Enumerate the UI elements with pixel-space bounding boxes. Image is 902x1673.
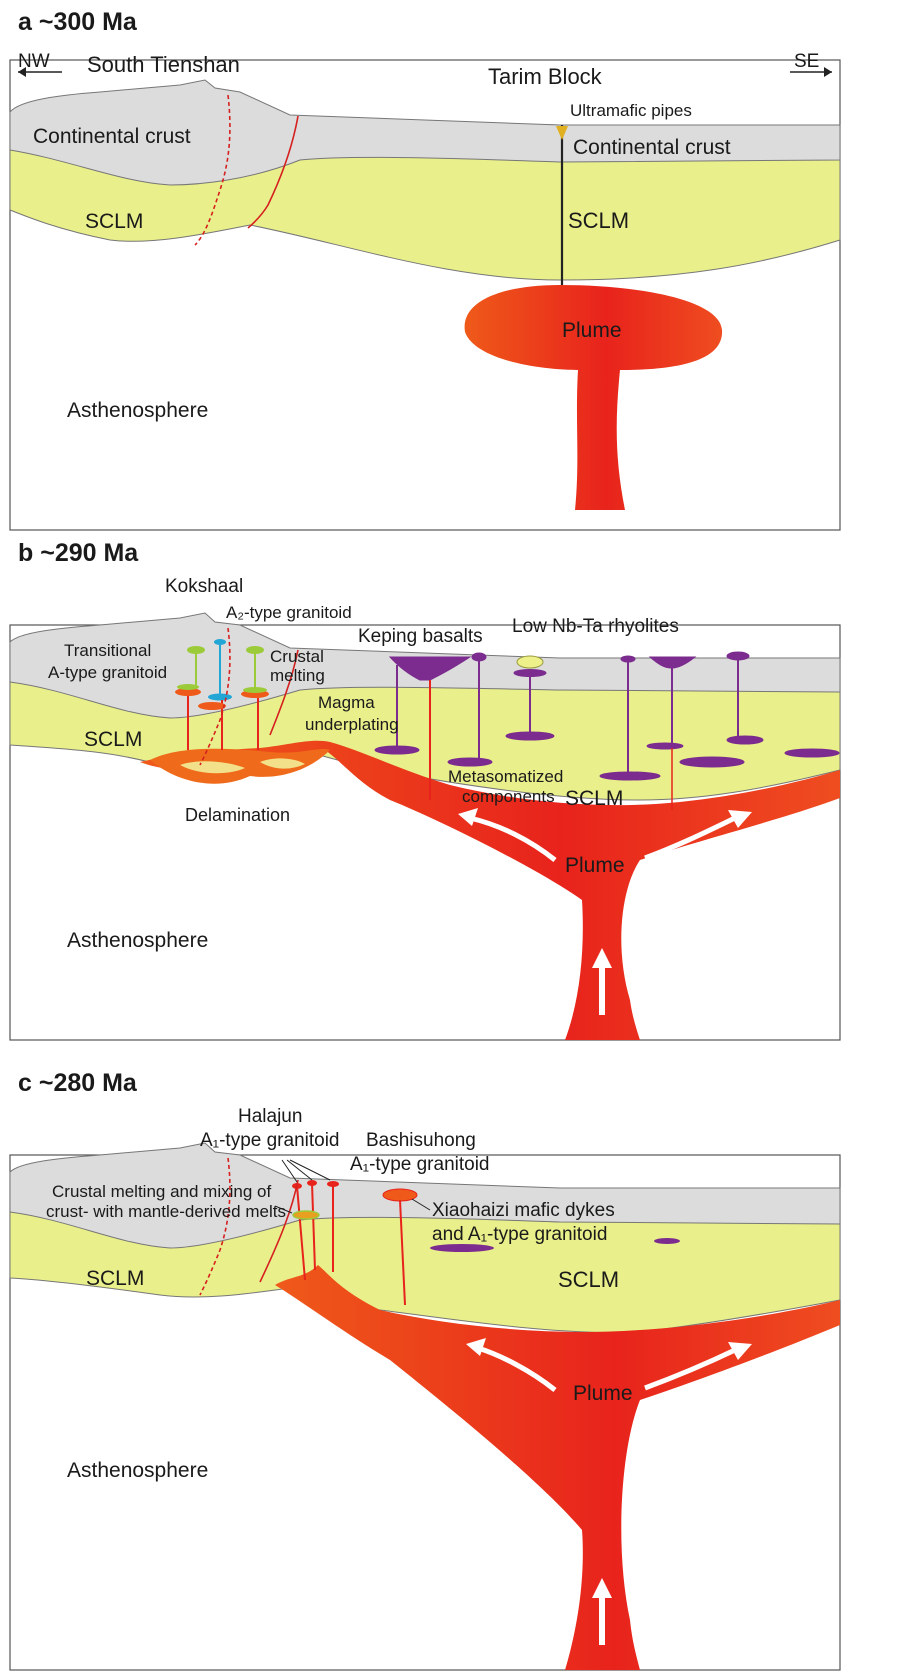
asthenosphere-label: Asthenosphere [67,929,208,952]
sclm-left-label: SCLM [85,210,143,233]
a2-granitoid-label: A₂-type granitoid [226,603,352,622]
transitional-label-line1: Transitional [64,641,151,660]
nw-label: NW [18,51,50,72]
magma-body [654,1238,680,1244]
panel-b-diagram: Kokshaal A₂-type granitoid Transitional … [0,570,902,1050]
sclm-left-label: SCLM [84,728,142,751]
ultramafic-pipes-label: Ultramafic pipes [570,101,692,120]
panel-a-title: a ~300 Ma [18,8,137,37]
panel-b-title: b ~290 Ma [18,539,138,568]
panel-c-title: c ~280 Ma [18,1069,137,1098]
xiaohaizi-label-line1: Xiaohaizi mafic dykes [432,1200,615,1221]
sclm-right-label: SCLM [568,208,629,233]
crustal-mixing-line1: Crustal melting and mixing of [52,1182,271,1201]
crustal-melting-line2: melting [270,666,325,685]
magma-underplating-line1: Magma [318,693,375,712]
crust-right-label: Continental crust [573,136,731,159]
plume-label: Plume [573,1382,633,1405]
asthenosphere-label: Asthenosphere [67,399,208,422]
bashisuhong-label-line2: A₁-type granitoid [350,1154,490,1175]
xiaohaizi-label-line2: and A₁-type granitoid [432,1224,607,1245]
south-tienshan-label: South Tienshan [87,52,240,77]
xiaohaizi-magma-body [430,1244,494,1252]
halajun-label-line1: Halajun [238,1106,302,1127]
plume-label: Plume [562,319,622,342]
crustal-melting-line1: Crustal [270,647,324,666]
sclm-left-label: SCLM [86,1267,144,1290]
rhyolites-label: Low Nb-Ta rhyolites [512,616,679,637]
delamination-label: Delamination [185,805,290,825]
sclm-right-label: SCLM [558,1267,619,1292]
plume-label: Plume [565,854,625,877]
sclm-right-label: SCLM [565,787,623,810]
panel-c-diagram: Halajun A₁-type granitoid Bashisuhong A₁… [0,1100,902,1673]
tarim-block-label: Tarim Block [488,64,603,89]
keping-basalts-label: Keping basalts [358,626,483,647]
panel-a-diagram: NW SE South Tienshan Tarim Block Ultrama… [0,40,902,560]
se-label: SE [794,51,819,72]
transitional-label-line2: A-type granitoid [48,663,167,682]
halajun-label-line2: A₁-type granitoid [200,1130,340,1151]
crust-left-label: Continental crust [33,125,191,148]
crustal-mixing-line2: crust- with mantle-derived melts [46,1202,286,1221]
bashisuhong-label-line1: Bashisuhong [366,1130,476,1151]
metasomatized-line1: Metasomatized [448,767,563,786]
kokshaal-label: Kokshaal [165,576,243,597]
magma-underplating-line2: underplating [305,715,399,734]
metasomatized-line2: components [462,787,555,806]
rhyolite-icon [517,656,543,668]
asthenosphere-label: Asthenosphere [67,1459,208,1482]
